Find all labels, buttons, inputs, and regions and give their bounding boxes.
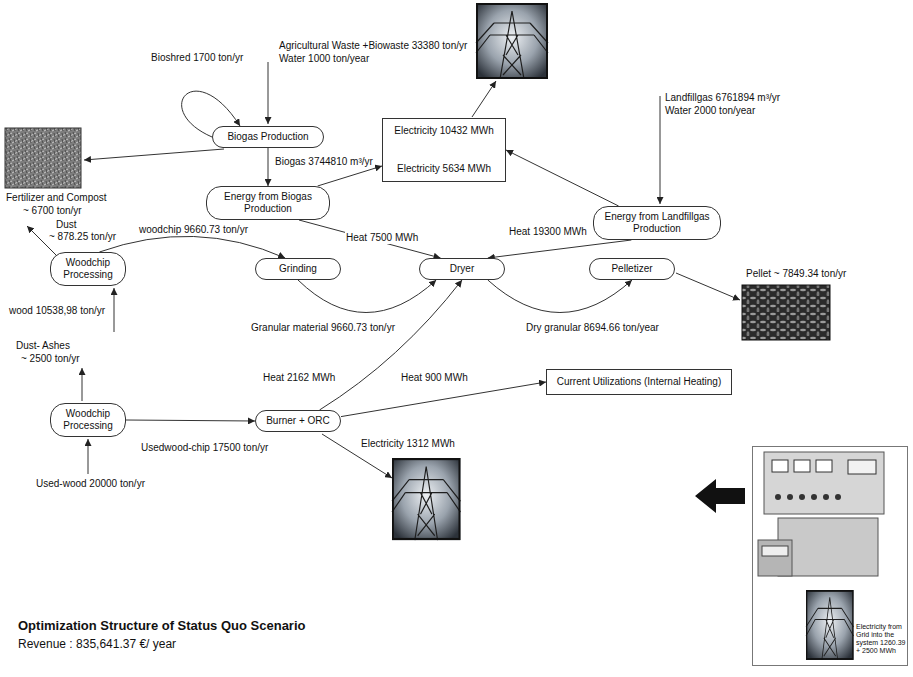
node-text: Energy from Biogas Production: [215, 191, 321, 215]
pylon-photo: [476, 3, 548, 79]
display: [848, 460, 876, 474]
diagram-title: Optimization Structure of Status Quo Sce…: [18, 618, 305, 634]
photo-texture: [742, 285, 830, 340]
input-arrow: [114, 288, 115, 332]
photo-texture: [5, 128, 81, 188]
input-arrow: [660, 96, 661, 204]
flow-arrow: [299, 220, 441, 258]
node-text: Grinding: [264, 263, 332, 275]
quantity-label: Dust- Ashes: [15, 340, 71, 352]
quantity-label: Water 2000 ton/year: [664, 105, 756, 117]
device-cabinet: [778, 518, 878, 576]
flow-label: Biogas 3744810 m³/yr: [274, 156, 374, 168]
meter: [816, 460, 832, 472]
knob: [835, 494, 841, 500]
quantity-label: Used-wood 20000 ton/yr: [35, 478, 146, 490]
pellet-photo: [742, 285, 830, 340]
knob: [775, 494, 781, 500]
grid-panel: Electricity from Grid into the system 12…: [752, 446, 908, 666]
quantity-label: Dust: [55, 219, 78, 231]
flow-arrow: [298, 280, 436, 313]
output-box: Current Utilizations (Internal Heating): [546, 369, 732, 395]
knob: [823, 494, 829, 500]
node-text: Electricity 5634 MWh: [391, 163, 497, 175]
quantity-label: ~ 878.25 ton/yr: [48, 231, 117, 243]
quantity-label: Water 1000 ton/year: [278, 53, 370, 65]
flow-arrow: [506, 150, 619, 206]
node-text: Pelletizer: [598, 263, 666, 275]
node-text: Biogas Production: [221, 131, 315, 143]
input-arrow: [88, 439, 89, 474]
display: [762, 546, 788, 556]
node-text: Current Utilizations (Internal Heating): [555, 376, 723, 388]
node-text: Woodchip Processing: [59, 257, 117, 281]
device-small: [758, 540, 792, 576]
process-pill: Biogas Production: [212, 126, 324, 148]
knob: [799, 494, 805, 500]
quantity-label: Agricultural Waste +Biowaste 33380 ton/y…: [278, 40, 468, 52]
quantity-label: Landfillgas 6761894 m³/yr: [664, 92, 781, 104]
photo-ground: [5, 128, 81, 188]
output-box: Electricity 10432 MWhElectricity 5634 MW…: [382, 118, 506, 182]
flow-arrow: [488, 280, 632, 313]
process-pill: Energy from Biogas Production: [206, 186, 330, 220]
output-arrow: [472, 81, 496, 117]
flow-label: Bioshred 1700 ton/yr: [150, 52, 244, 64]
flow-arrow: [320, 280, 463, 410]
quantity-label: Fertilizer and Compost: [5, 192, 108, 204]
flow-arrow: [318, 166, 382, 186]
input-arrow: [268, 62, 269, 124]
flow-label: Heat 2162 MWh: [262, 372, 336, 384]
flow-lines: [27, 62, 740, 478]
quantity-label: ~ 6700 ton/yr: [22, 205, 83, 217]
fertilizer-photo: [5, 128, 81, 188]
flow-label: Usedwood-chip 17500 ton/yr: [140, 442, 269, 454]
diagram-caption: Revenue : 835,641.37 €/ year: [18, 637, 176, 652]
knob: [787, 494, 793, 500]
flow-arrow: [488, 240, 632, 258]
flow-label: Granular material 9660.73 ton/yr: [250, 322, 396, 334]
quantity-label: Pellet ~ 7849.34 ton/yr: [745, 268, 847, 280]
photo-ground: [742, 285, 830, 340]
quantity-label: Electricity 1312 MWh: [360, 438, 456, 450]
node-text: Woodchip Processing: [59, 408, 117, 432]
flow-arrow: [126, 420, 255, 421]
flow-label: Heat 7500 MWh: [345, 232, 419, 244]
process-pill: Energy from Landfillgas Production: [593, 206, 721, 240]
process-pill: Grinding: [255, 258, 341, 280]
meter: [794, 460, 810, 472]
node-text: Electricity from Grid into the system 12…: [856, 623, 906, 655]
flow-label: Dry granular 8694.66 ton/year: [525, 322, 660, 334]
device-panel: [764, 452, 884, 514]
quantity-label: wood 10538,98 ton/yr: [8, 305, 106, 317]
node-text: Electricity 10432 MWh: [391, 125, 497, 137]
knob: [811, 494, 817, 500]
flow-label: Heat 19300 MWh: [508, 226, 588, 238]
flow-label: woodchip 9660.73 ton/yr: [138, 224, 249, 236]
process-pill: Dryer: [419, 258, 505, 280]
pylon-photo: [392, 458, 460, 540]
meter: [772, 460, 788, 472]
node-text: Burner + ORC: [264, 415, 332, 427]
flow-label: Heat 900 MWh: [400, 372, 469, 384]
block-arrow: [695, 479, 745, 513]
process-pill: Woodchip Processing: [50, 403, 126, 437]
pylon-photo: [806, 590, 854, 660]
node-text: Energy from Landfillgas Production: [602, 211, 712, 235]
flow-arrow: [268, 148, 269, 186]
quantity-label: ~ 2500 ton/yr: [20, 353, 81, 365]
output-arrow: [82, 368, 83, 401]
flow-arrow: [341, 382, 546, 417]
output-arrow: [676, 273, 740, 300]
process-pill: Woodchip Processing: [50, 252, 126, 286]
node-text: Dryer: [428, 263, 496, 275]
grid-equipment-photo: [758, 452, 884, 576]
process-pill: Burner + ORC: [255, 410, 341, 432]
output-arrow: [84, 149, 224, 160]
flow-arrow: [99, 236, 285, 258]
process-pill: Pelletizer: [589, 258, 675, 280]
